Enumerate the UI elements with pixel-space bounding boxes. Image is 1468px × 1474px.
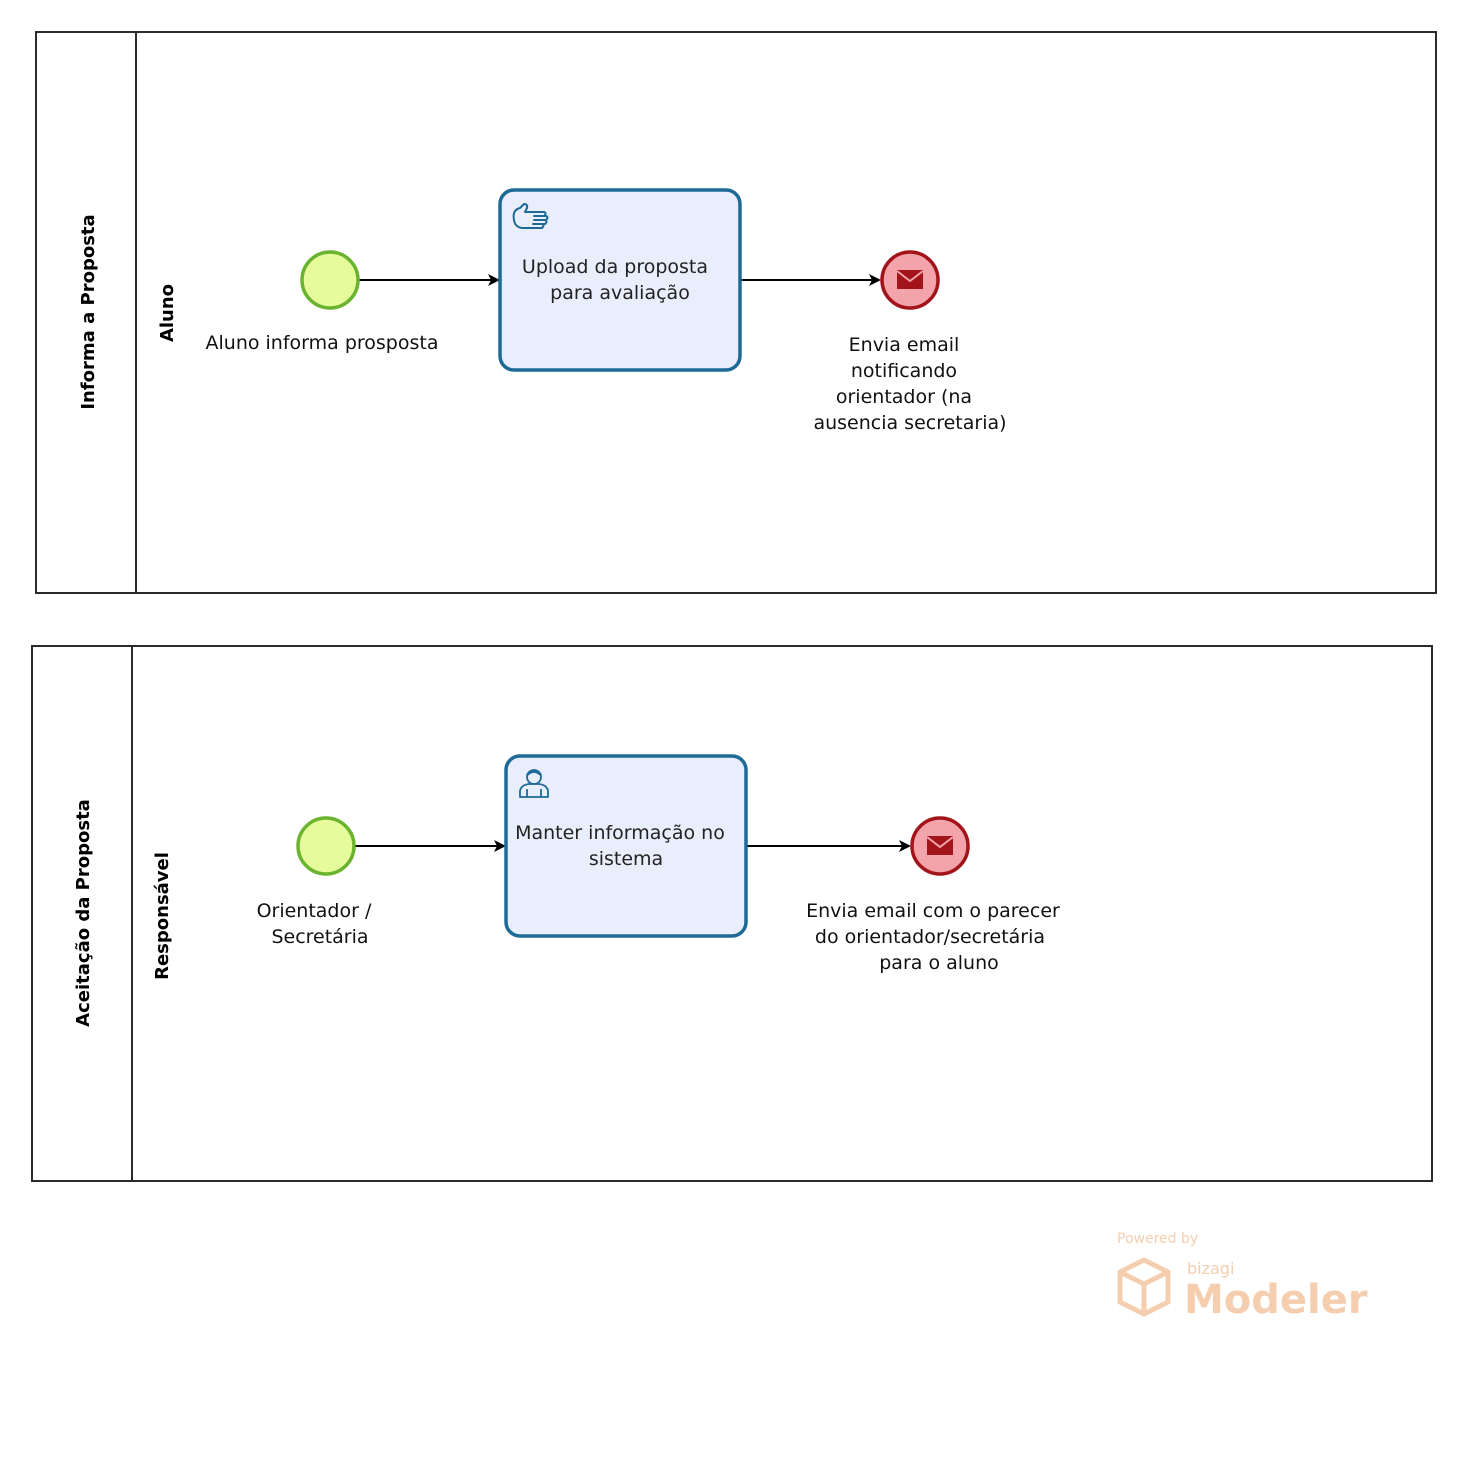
task-upload-da-proposta[interactable]: Upload da proposta para avaliação: [498, 188, 742, 372]
end-message-event[interactable]: [910, 816, 970, 876]
end-event-label: Envia email com o parecer do orientador/…: [806, 900, 1066, 974]
pool-aceitacao-da-proposta[interactable]: Aceitação da Proposta Responsável Orient…: [31, 645, 1433, 1182]
envelope-icon: [926, 836, 954, 855]
envelope-icon: [896, 270, 924, 289]
pool-title: Aceitação da Proposta: [73, 799, 94, 1027]
task-label: Upload da proposta para avaliação: [522, 256, 714, 304]
end-message-event[interactable]: [880, 250, 940, 310]
task-box[interactable]: [504, 754, 748, 938]
bizagi-watermark: Powered by bizagi Modeler: [1117, 1231, 1368, 1323]
task-label: Manter informação no sistema: [515, 822, 731, 870]
pool-title: Informa a Proposta: [78, 214, 99, 409]
start-event[interactable]: [300, 250, 360, 310]
watermark-powered-by: Powered by: [1117, 1231, 1198, 1247]
watermark-product: Modeler: [1184, 1277, 1368, 1323]
lane-title-responsavel: Responsável: [152, 852, 173, 980]
watermark-brand: bizagi: [1187, 1259, 1234, 1278]
start-event-label: Orientador / Secretária: [257, 900, 378, 948]
start-event-label: Aluno informa prosposta: [206, 332, 439, 354]
user-icon: [519, 769, 549, 798]
hand-icon: [512, 203, 549, 229]
task-manter-informacao[interactable]: Manter informação no sistema: [504, 754, 748, 938]
start-event[interactable]: [296, 816, 356, 876]
bizagi-logo-icon: [1117, 1257, 1171, 1317]
pool-informa-a-proposta[interactable]: Informa a Proposta Aluno Aluno informa p…: [35, 31, 1437, 594]
end-event-label: Envia email notificando orientador (na a…: [813, 334, 1006, 434]
lane-title-aluno: Aluno: [157, 284, 178, 342]
task-box[interactable]: [498, 188, 742, 372]
